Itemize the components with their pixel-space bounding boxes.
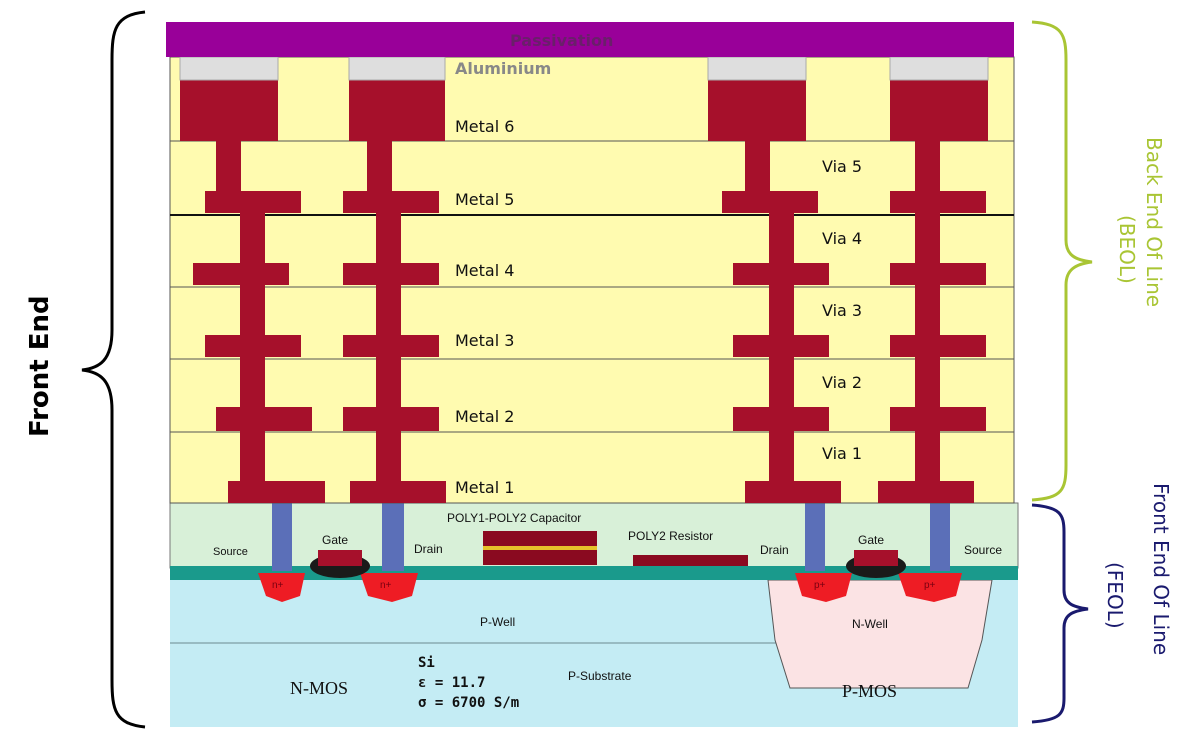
via3-label: Via 3 (822, 301, 862, 320)
metal2-label: Metal 2 (455, 407, 514, 426)
contact-3 (805, 503, 825, 571)
metal5-label: Metal 5 (455, 190, 514, 209)
metal4-label: Metal 4 (455, 261, 514, 280)
capacitor-label: POLY1-POLY2 Capacitor (447, 511, 581, 525)
nwell-label: N-Well (852, 617, 888, 631)
feol-label-line2: (FEOL) (1103, 562, 1127, 629)
beol-brace (1031, 20, 1093, 502)
via1-label: Via 1 (822, 444, 862, 463)
beol-label-line2: (BEOL) (1115, 215, 1139, 284)
metal3-label: Metal 3 (455, 331, 514, 350)
resistor-label: POLY2 Resistor (628, 529, 713, 543)
psubstrate-label: P-Substrate (568, 669, 632, 683)
oxide-band-top (169, 56, 1015, 142)
implant-n-left-1-label: n+ (272, 580, 284, 591)
via5-label: Via 5 (822, 157, 862, 176)
oxide-band-1 (169, 431, 1015, 504)
aluminium-label: Aluminium (455, 59, 551, 78)
implant-p-right-1: p+ (795, 573, 852, 602)
contact-1 (272, 503, 292, 571)
passivation-layer (166, 22, 1014, 57)
interconnect-stack-3 (708, 80, 841, 503)
implant-p-right-2-label: p+ (924, 580, 936, 591)
implant-p-right-2: p+ (898, 573, 962, 602)
gate-right-label: Gate (858, 533, 884, 547)
source-left-label: Source (213, 546, 248, 558)
front-end-label: Front End (25, 295, 55, 437)
gate-left-label: Gate (322, 533, 348, 547)
oxide-band-5 (169, 140, 1015, 216)
source-right-label: Source (964, 543, 1002, 557)
implant-n-left-2: n+ (360, 573, 418, 602)
front-end-brace (81, 10, 146, 729)
sigma-label: σ = 6700 S/m (418, 695, 519, 711)
oxide-band-4 (169, 214, 1015, 288)
implant-n-left-1: n+ (258, 573, 305, 602)
interconnect-stack-1 (180, 80, 325, 503)
passivation-label: Passivation (510, 31, 613, 50)
metal6-label: Metal 6 (455, 117, 514, 136)
pmos-label: P-MOS (842, 681, 897, 701)
feol-label-line1: Front End Of Line (1149, 483, 1173, 655)
implant-n-left-2-label: n+ (380, 580, 392, 591)
drain-right-label: Drain (760, 543, 789, 557)
implant-p-right-1-label: p+ (814, 580, 826, 591)
interconnect-stack-2 (343, 80, 446, 503)
aluminium-pads (179, 56, 989, 81)
poly-capacitor (483, 531, 597, 565)
contact-2 (382, 503, 404, 571)
oxide-band-3 (169, 286, 1015, 360)
epsilon-label: ε = 11.7 (418, 675, 485, 691)
nmos-label: N-MOS (290, 678, 348, 698)
beol-label-line1: Back End Of Line (1142, 137, 1166, 307)
poly-resistor (633, 555, 748, 566)
feol-brace (1031, 503, 1089, 724)
pwell-label: P-Well (480, 615, 515, 629)
interconnect-stack-4 (878, 80, 988, 503)
via2-label: Via 2 (822, 373, 862, 392)
si-label: Si (418, 655, 435, 671)
via4-label: Via 4 (822, 229, 862, 248)
drain-left-label: Drain (414, 542, 443, 556)
gate-right (846, 550, 906, 578)
gate-left (310, 550, 370, 578)
metal1-label: Metal 1 (455, 478, 514, 497)
contact-4 (930, 503, 950, 571)
n-well (767, 579, 993, 689)
